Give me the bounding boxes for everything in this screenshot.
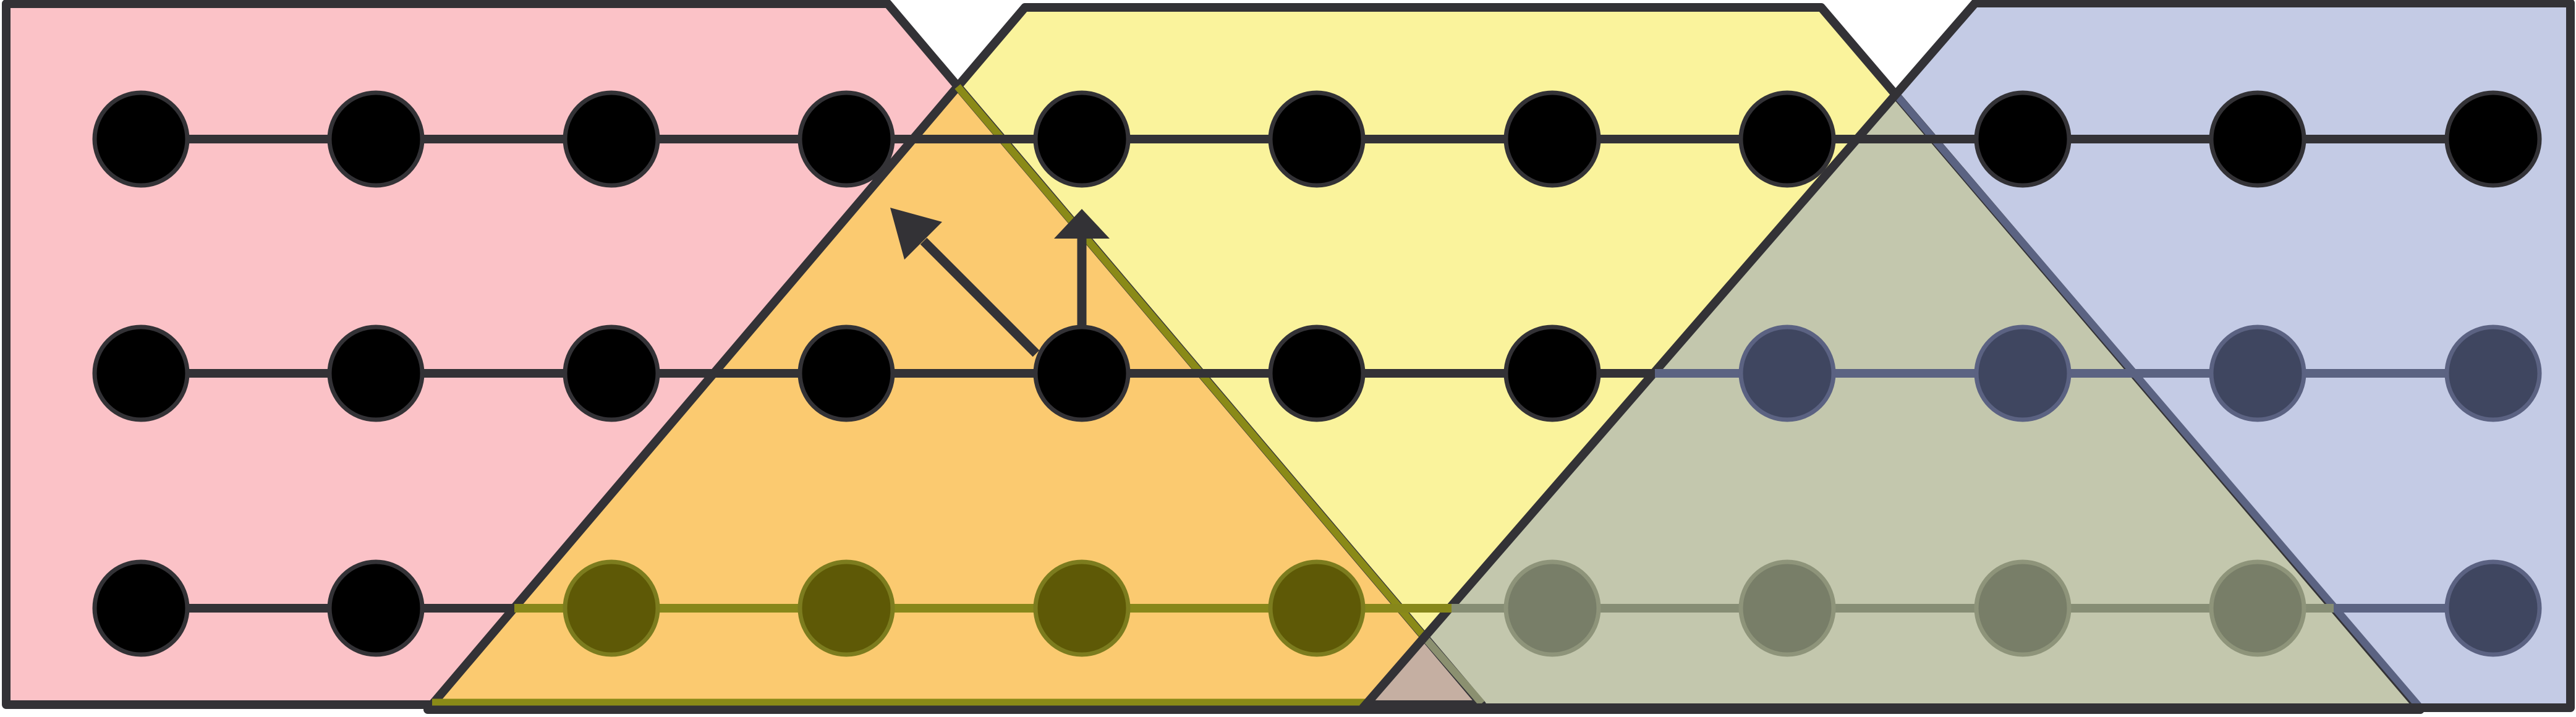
row-3-dot-9 — [1974, 559, 2072, 657]
row-3-dot-3 — [563, 559, 660, 657]
row-3-dot-1 — [92, 559, 190, 657]
row-1-dot-4 — [797, 90, 895, 188]
row-3-dot-4 — [797, 559, 895, 657]
arrow-up-head — [1054, 209, 1110, 239]
row-2-dot-9 — [1974, 325, 2072, 422]
row-2-dot-2 — [327, 325, 425, 422]
arrow-up-left-shaft — [920, 237, 1040, 357]
arrow-up-left-head — [890, 208, 942, 260]
row-1-dot-7 — [1503, 90, 1601, 188]
row-2-dot-7 — [1503, 325, 1601, 422]
row-3-dot-6 — [1268, 559, 1366, 657]
pink-right-edge-under-blue — [1422, 636, 1485, 706]
row-2-dot-10 — [2209, 325, 2306, 422]
blue-window-outline — [1359, 0, 2575, 712]
row-1-dot-5 — [1033, 90, 1131, 188]
row-1-dot-6 — [1268, 90, 1366, 188]
row-1-dot-9 — [1974, 90, 2072, 188]
pink-yellow-overlap — [432, 87, 1482, 705]
row-3-dot-8 — [1738, 559, 1836, 657]
pink-right-edge-under-yellow — [954, 84, 1429, 641]
row-3-dot-10 — [2209, 559, 2306, 657]
yellow-blue-overlap — [1363, 95, 2420, 708]
row-3-dot-5 — [1033, 559, 1131, 657]
row-3-dot-11 — [2444, 559, 2542, 657]
row-1-dot-3 — [563, 90, 660, 188]
row-1-dot-1 — [92, 90, 190, 188]
row-2-dot-3 — [563, 325, 660, 422]
row-2-dot-8 — [1738, 325, 1836, 422]
row-3-dot-7 — [1503, 559, 1601, 657]
row-1-dot-11 — [2444, 90, 2542, 188]
row-3-dot-2 — [327, 559, 425, 657]
row-1-dot-8 — [1738, 90, 1836, 188]
row-2-dot-1 — [92, 325, 190, 422]
pink-yellow-blue-overlap — [1368, 639, 1482, 703]
row-2-dot-5 — [1033, 325, 1131, 422]
row-2-dot-11 — [2444, 325, 2542, 422]
row-2-dot-4 — [797, 325, 895, 422]
row-1-dot-10 — [2209, 90, 2306, 188]
row-1-dot-2 — [327, 90, 425, 188]
row-2-dot-6 — [1268, 325, 1366, 422]
